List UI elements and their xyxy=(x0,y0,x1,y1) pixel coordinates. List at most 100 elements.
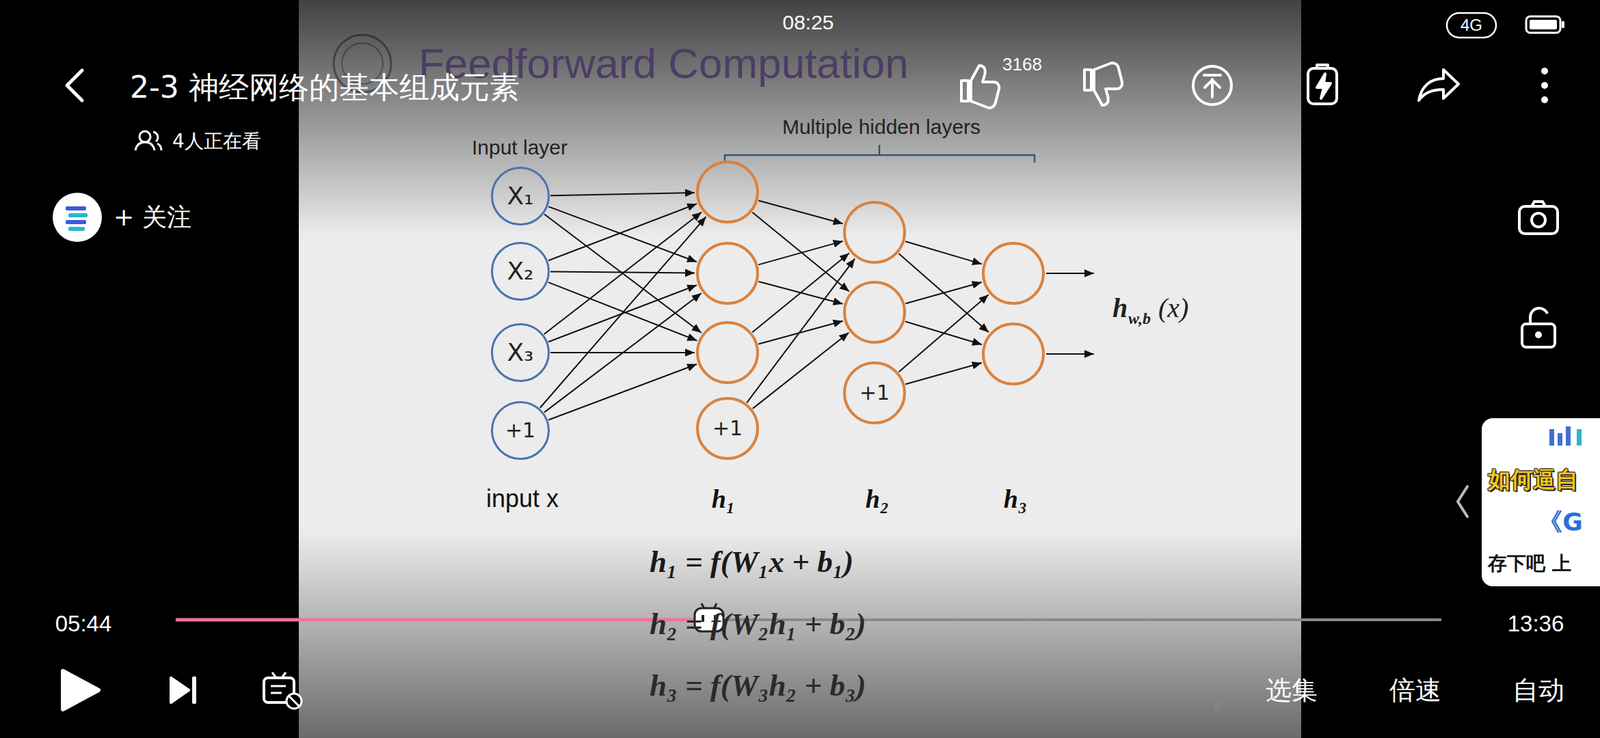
back-arrow xyxy=(67,70,83,101)
input-neuron: X₁ xyxy=(490,166,550,226)
screenshot-icon xyxy=(1519,206,1558,234)
lock-icon xyxy=(1522,324,1555,348)
panel-toggle xyxy=(1457,486,1468,517)
ad-text: 存下吧 上 xyxy=(1487,554,1572,574)
uploader-avatar xyxy=(52,192,102,243)
ad-card xyxy=(1576,429,1582,446)
charge-icon xyxy=(1308,68,1337,104)
danmaku-toggle xyxy=(289,696,299,707)
slide xyxy=(298,0,1302,738)
play-button xyxy=(62,671,99,710)
weight-line xyxy=(548,364,697,421)
bias-neuron: +1 xyxy=(696,397,759,461)
neuron-label: X₂ xyxy=(506,259,534,284)
uploader-avatar xyxy=(68,213,88,218)
layer-caption: h₂ xyxy=(865,486,889,513)
lock-icon xyxy=(1530,308,1548,325)
battery-icon xyxy=(1529,19,1557,30)
progress-knob xyxy=(701,615,705,623)
layer-caption: h₃ xyxy=(1003,486,1028,513)
weight-line xyxy=(758,200,843,224)
page-number: 9 xyxy=(1213,700,1221,714)
hidden-neuron xyxy=(844,282,905,343)
battery-icon xyxy=(1561,21,1565,29)
output-subscript: w,b xyxy=(1128,310,1151,327)
input-neuron: X₂ xyxy=(490,242,550,301)
weight-line xyxy=(540,216,707,409)
weight-line xyxy=(899,294,989,372)
viewer-count: 4人正在看 xyxy=(172,131,262,152)
more-icon xyxy=(1541,67,1549,104)
battery-icon xyxy=(1526,16,1561,33)
episodes-button: 选集 xyxy=(1265,677,1318,704)
output-arrow xyxy=(1046,272,1095,275)
weight-line xyxy=(544,211,702,335)
play-button xyxy=(62,671,99,710)
share-icon xyxy=(1418,69,1459,101)
dislike-icon xyxy=(1084,69,1092,91)
like-icon xyxy=(961,65,999,109)
hidden-neuron xyxy=(983,324,1044,385)
back-arrow xyxy=(67,70,83,101)
elapsed-time: 05:44 xyxy=(55,612,113,636)
share-icon xyxy=(1418,69,1459,101)
viewers-icon xyxy=(135,142,155,151)
ad-title: 《G xyxy=(1537,510,1583,535)
output-arrows xyxy=(1046,273,1095,355)
progress-knob xyxy=(694,603,724,632)
neuron-label: +1 xyxy=(505,420,536,442)
neuron-label: X₃ xyxy=(506,340,534,366)
viewers-icon xyxy=(153,131,162,151)
speed-button: 倍速 xyxy=(1389,677,1442,704)
player-shade xyxy=(298,0,1302,738)
panel-toggle xyxy=(1457,486,1468,517)
neuron-label: +1 xyxy=(859,382,890,404)
ad-card xyxy=(1565,426,1571,446)
like-icon xyxy=(970,65,999,109)
danmaku-toggle xyxy=(286,694,302,710)
coin-icon xyxy=(1193,66,1232,105)
more-icon xyxy=(1541,82,1549,89)
neuron-label: X₁ xyxy=(506,183,534,209)
dislike-icon xyxy=(1084,62,1123,106)
hidden-neurons xyxy=(697,162,1044,385)
next-button xyxy=(192,676,197,705)
screenshot-icon xyxy=(1531,213,1546,228)
viewers-icon xyxy=(139,131,151,143)
slide-title: Feedforward Computation xyxy=(418,42,909,85)
output-arrow xyxy=(1046,353,1095,355)
more-icon xyxy=(1541,67,1549,75)
uploader-avatar xyxy=(68,227,85,232)
ad-card xyxy=(1481,418,1600,587)
like-count: 3168 xyxy=(1002,55,1043,74)
next-button xyxy=(170,676,197,705)
weight-line xyxy=(544,293,702,413)
ad-headline: 如何逼自 xyxy=(1487,468,1579,491)
ad-card xyxy=(1557,433,1563,446)
weight-line xyxy=(905,241,982,264)
more-icon xyxy=(1541,96,1549,104)
hidden-neuron xyxy=(697,162,758,223)
weight-line xyxy=(905,363,982,385)
hidden-neuron xyxy=(983,243,1044,304)
charge-icon xyxy=(1308,64,1337,104)
hidden-neuron xyxy=(697,322,758,383)
weight-line xyxy=(752,332,849,409)
input-neuron: X₃ xyxy=(490,323,550,383)
coin-icon xyxy=(1193,66,1232,105)
status-time: 08:25 xyxy=(782,12,834,33)
equation: h₁ = f(W₁x + b₁) xyxy=(649,547,854,578)
output-argument: (x) xyxy=(1158,294,1189,323)
autoplay-button: 自动 xyxy=(1512,677,1565,704)
battery-icon xyxy=(1526,16,1565,33)
lock-icon xyxy=(1536,332,1541,338)
charge-icon xyxy=(1316,73,1331,99)
weight-line xyxy=(752,252,849,333)
screenshot-icon xyxy=(1519,201,1558,234)
uploader-avatar xyxy=(65,220,87,225)
weight-line xyxy=(905,282,982,304)
network-badge xyxy=(1446,12,1497,38)
hidden-neuron xyxy=(844,202,905,263)
